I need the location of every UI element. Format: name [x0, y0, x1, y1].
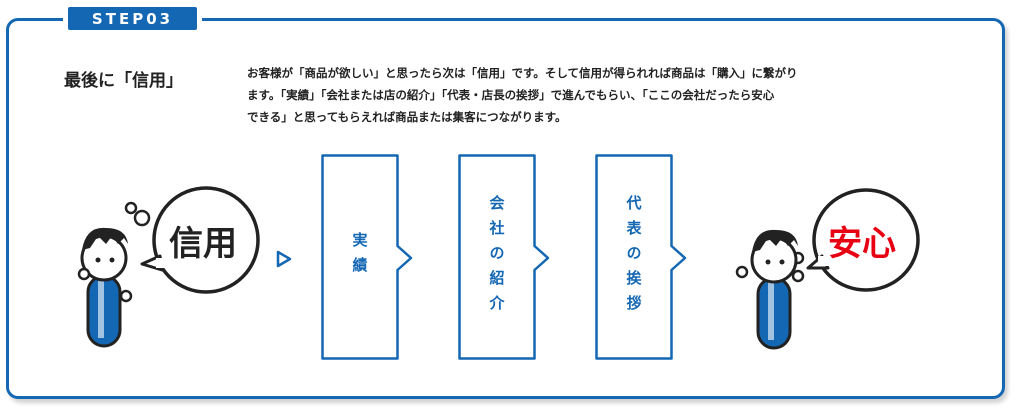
thinking-person-icon	[77, 186, 260, 348]
section-heading: 最後に「信用」	[64, 71, 183, 91]
description-text: お客様が「商品が欲しい」と思ったら次は「信用」です。そして信用が得られれば商品は…	[247, 62, 947, 128]
step-label: 会社の紹介	[487, 194, 506, 320]
chevron-right-icon	[321, 154, 413, 360]
step-badge: STEP03	[68, 7, 197, 30]
description-line: できる」と思ってもらえれば商品または集客につながります。	[247, 110, 567, 124]
chevron-right-icon	[458, 154, 550, 360]
step-box-representative-greeting: 代表の挨拶	[595, 154, 687, 360]
right-figure: 安心	[732, 186, 932, 354]
description-line: お客様が「商品が欲しい」と思ったら次は「信用」です。そして信用が得られれば商品は…	[247, 66, 798, 80]
description-line: ます。「実績」「会社または店の紹介」「代表・店長の挨拶」で進んでもらい、「ここの…	[247, 88, 775, 102]
step-label: 実績	[350, 232, 369, 282]
left-figure: 信用	[76, 178, 266, 353]
step-box-achievements: 実績	[321, 154, 413, 360]
right-bubble-text: 安心	[828, 224, 896, 264]
step-box-company-intro: 会社の紹介	[458, 154, 550, 360]
thinking-person-icon	[735, 188, 920, 350]
play-arrow-icon	[276, 250, 292, 268]
chevron-right-icon	[595, 154, 687, 360]
step-label: 代表の挨拶	[624, 194, 643, 320]
left-bubble-text: 信用	[169, 224, 237, 264]
